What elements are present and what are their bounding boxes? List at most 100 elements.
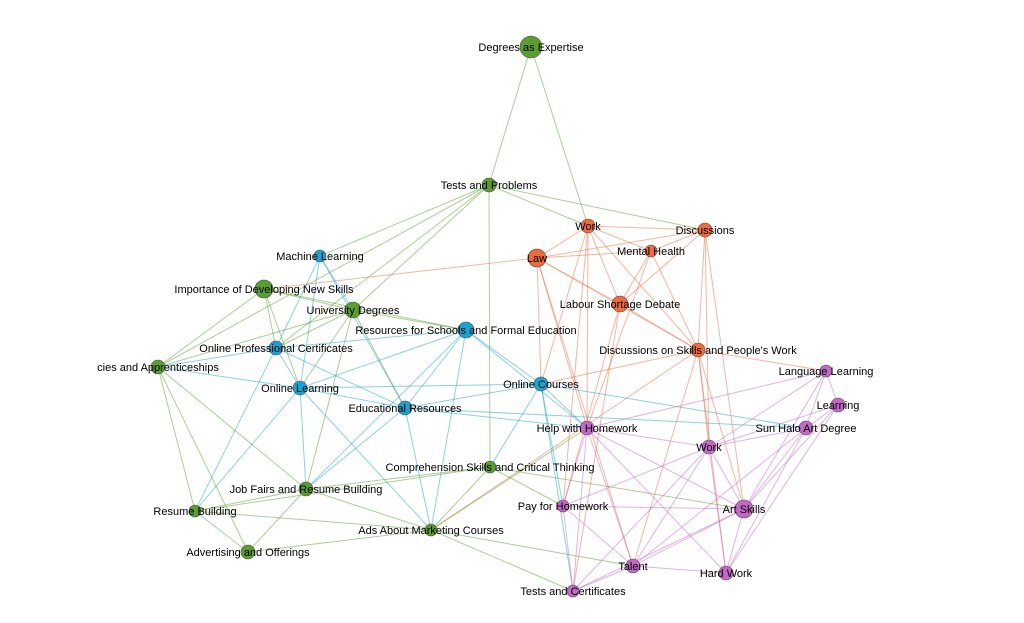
node-label-machine-learning: Machine Learning [276,251,363,263]
node-discussions[interactable] [697,222,713,238]
edge-machine-learning-educational-resources [319,255,406,409]
edge-resources-schools-educational-resources [404,329,467,409]
node-art-skills[interactable] [734,499,754,519]
edge-importance-new-skills-online-professional-certificates [263,288,277,349]
node-pay-homework[interactable] [556,499,570,513]
node-importance-new-skills[interactable] [254,279,274,299]
node-label-degrees-as-expertise: Degrees as Expertise [478,42,583,54]
edge-online-professional-certificates-resume-building [194,347,277,512]
node-label-hard-work: Hard Work [700,568,753,580]
edge-resources-schools-help-homework [465,329,588,429]
nodes-layer [150,35,846,598]
edge-tests-and-problems-comprehension-skills [488,184,491,468]
edge-educational-resources-job-fairs [305,407,406,490]
node-comprehension-skills[interactable] [483,460,497,474]
edge-online-courses-sun-halo [540,383,807,429]
edge-labour-shortage-discussions-skills [619,303,699,351]
edge-resources-schools-online-professional-certificates [275,329,467,349]
edge-comprehension-skills-art-skills [489,466,745,510]
edge-resources-schools-online-learning [299,329,467,389]
node-advertising-offerings[interactable] [240,544,256,560]
node-machine-learning[interactable] [313,249,327,263]
node-learning[interactable] [830,397,846,413]
edge-discussions-work-purple [704,229,710,448]
edge-online-professional-certificates-apprenticeships [157,347,277,368]
node-job-fairs[interactable] [298,481,314,497]
edge-online-courses-help-homework [540,383,588,429]
edge-importance-new-skills-apprenticeships [157,288,265,368]
edge-discussions-skills-art-skills [697,349,745,510]
node-label-pay-homework: Pay for Homework [518,501,609,513]
edge-work-orange-online-courses [540,225,589,385]
edge-tests-and-problems-work-orange [488,184,589,227]
edge-mental-health-help-homework [586,250,652,429]
edge-comprehension-skills-pay-homework [489,466,564,507]
edge-learning-art-skills [743,404,839,510]
node-ads-marketing-courses[interactable] [424,523,438,537]
edge-job-fairs-advertising-offerings [247,488,307,553]
edge-online-learning-job-fairs [299,387,307,490]
node-resume-building[interactable] [188,504,202,518]
node-label-work-purple: Work [696,442,722,454]
node-label-talent: Talent [618,561,647,573]
node-talent[interactable] [625,558,641,574]
edge-resources-schools-ads-marketing-courses [430,329,467,531]
edge-sun-halo-hard-work [725,427,807,574]
node-label-labour-shortage: Labour Shortage Debate [560,299,680,311]
node-tests-certificates[interactable] [566,584,580,598]
edge-work-orange-pay-homework [562,225,589,507]
node-university-degrees[interactable] [344,301,362,319]
edge-law-online-courses [536,257,542,385]
edge-comprehension-skills-job-fairs [305,466,491,490]
node-online-professional-certificates[interactable] [268,340,284,356]
edge-sun-halo-work-purple [708,427,807,448]
edge-pay-homework-tests-certificates [562,505,574,592]
node-label-sun-halo: Sun Halo Art Degree [756,423,857,435]
node-help-homework[interactable] [579,420,595,436]
edge-apprenticeships-job-fairs [157,366,307,490]
node-label-tests-and-problems: Tests and Problems [441,180,538,192]
edge-work-orange-mental-health [587,225,652,252]
node-work-purple[interactable] [701,439,717,455]
edge-job-fairs-ads-marketing-courses [305,488,432,531]
node-labour-shortage[interactable] [611,295,629,313]
edge-help-homework-pay-homework [562,427,588,507]
edge-discussions-mental-health [650,229,706,252]
edge-degrees-as-expertise-work-orange [530,46,589,227]
edge-educational-resources-ads-marketing-courses [404,407,432,531]
node-resources-schools[interactable] [457,321,475,339]
node-mental-health[interactable] [644,244,658,258]
node-discussions-skills[interactable] [690,342,706,358]
edge-work-orange-help-homework [586,225,589,429]
node-degrees-as-expertise[interactable] [519,35,543,59]
edge-art-skills-tests-certificates [572,508,745,592]
edge-importance-new-skills-online-learning [263,288,301,389]
node-hard-work[interactable] [718,565,734,581]
edge-work-orange-law [536,225,589,259]
edge-language-learning-help-homework [586,370,827,429]
node-tests-and-problems[interactable] [481,177,497,193]
node-label-mental-health: Mental Health [617,246,685,258]
edge-pay-homework-art-skills [562,505,745,510]
edge-apprenticeships-advertising-offerings [157,366,249,553]
node-label-online-courses: Online Courses [503,379,579,391]
node-online-courses[interactable] [533,376,549,392]
edge-talent-hard-work [632,565,727,574]
edge-advertising-offerings-ads-marketing-courses [247,529,432,553]
node-work-orange[interactable] [580,218,596,234]
node-apprenticeships[interactable] [150,359,166,375]
edge-tests-and-problems-machine-learning [319,184,490,257]
node-label-discussions: Discussions [676,225,735,237]
edge-university-degrees-resources-schools [352,309,467,331]
node-law[interactable] [527,248,547,268]
edge-work-orange-labour-shortage [587,225,621,305]
edge-online-learning-ads-marketing-courses [299,387,432,531]
node-educational-resources[interactable] [397,400,413,416]
edge-resources-schools-job-fairs [305,329,467,490]
edge-university-degrees-online-learning [299,309,354,389]
node-online-learning[interactable] [292,380,308,396]
edge-ads-marketing-courses-talent [430,529,634,567]
node-label-learning: Learning [817,400,860,412]
node-sun-halo[interactable] [798,420,814,436]
node-language-learning[interactable] [819,364,833,378]
